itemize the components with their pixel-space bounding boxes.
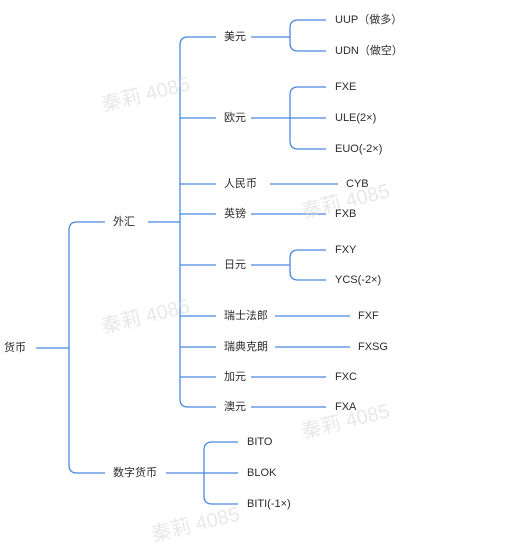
node-cny[interactable]: 人民币 [224,178,257,190]
node-eur[interactable]: 欧元 [224,112,246,124]
node-fxa[interactable]: FXA [335,401,357,413]
node-uup[interactable]: UUP（做多） [335,14,403,26]
connector-bracket [289,19,326,52]
node-fxc[interactable]: FXC [335,371,357,383]
node-udn[interactable]: UDN（做空） [335,45,403,57]
node-fxsg[interactable]: FXSG [358,341,388,353]
node-root[interactable]: 货币 [4,342,26,354]
node-fxb[interactable]: FXB [335,208,357,220]
node-aud[interactable]: 澳元 [224,401,246,413]
node-usd[interactable]: 美元 [224,31,246,43]
node-ule[interactable]: ULE(2×) [335,112,377,124]
connector-bracket [68,221,105,474]
node-euo[interactable]: EUO(-2×) [335,143,383,155]
node-forex[interactable]: 外汇 [113,216,135,228]
node-crypto[interactable]: 数字货币 [113,467,157,479]
node-cyb[interactable]: CYB [346,178,369,190]
node-gbp[interactable]: 英镑 [224,208,246,220]
node-ycs[interactable]: YCS(-2×) [335,274,382,286]
mindmap-canvas [36,19,350,505]
node-fxy[interactable]: FXY [335,244,357,256]
node-fxf[interactable]: FXF [358,310,379,322]
connector-bracket [179,36,216,408]
node-cad[interactable]: 加元 [224,371,246,383]
node-biti[interactable]: BITI(-1×) [247,498,291,510]
node-fxe[interactable]: FXE [335,81,357,93]
connector-bracket [203,441,238,505]
node-jpy[interactable]: 日元 [224,259,246,271]
node-sek[interactable]: 瑞典克朗 [224,341,268,353]
node-bito[interactable]: BITO [247,436,273,448]
connector-bracket [289,249,326,281]
node-chf[interactable]: 瑞士法郎 [224,310,268,322]
node-blok[interactable]: BLOK [247,467,277,479]
connector-bracket [289,86,326,150]
